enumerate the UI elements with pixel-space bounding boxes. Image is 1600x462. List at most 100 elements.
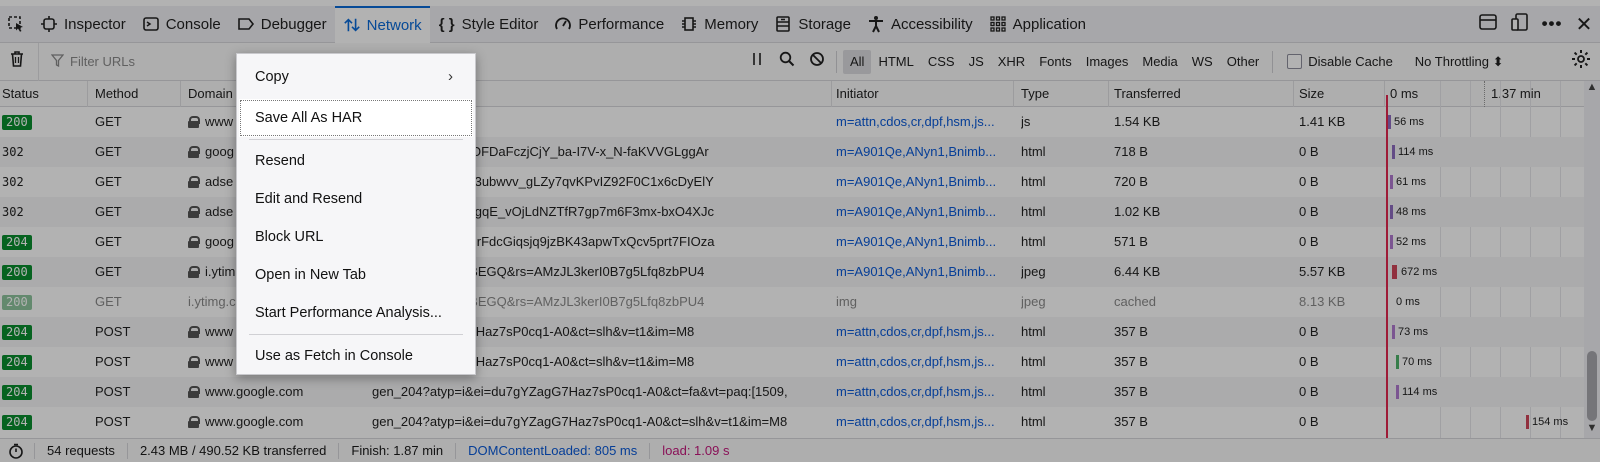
column-transferred[interactable]: Transferred [1112,81,1294,107]
tab-memory[interactable]: Memory [672,6,766,42]
filter-urls-input[interactable]: Filter URLs [38,42,718,81]
throttling-select[interactable]: No Throttling ⬍ [1414,53,1504,69]
tab-accessibility[interactable]: Accessibility [859,6,981,42]
scrollbar-thumb[interactable] [1587,351,1597,421]
column-type[interactable]: Type [1019,81,1109,107]
cell-initiator[interactable]: m=attn,cdos,cr,dpf,hsm,js... [836,324,995,339]
cell-initiator[interactable]: m=attn,cdos,cr,dpf,hsm,js... [836,114,995,129]
waterfall-timing: 48 ms [1396,206,1426,218]
cell-initiator[interactable]: m=A901Qe,ANyn1,Bnimb... [836,174,997,189]
load-event-line [1386,95,1388,438]
block-requests-button[interactable] [802,47,832,77]
menu-item-label: Copy [255,69,289,85]
waterfall-bar [1396,385,1399,399]
tab-style-editor[interactable]: { } Style Editor [430,6,547,42]
search-button[interactable] [772,47,802,77]
performance-analysis-button[interactable] [0,442,35,459]
toggle-split-console-button[interactable] [1472,6,1504,42]
filter-type-images[interactable]: Images [1085,53,1129,69]
menu-item-resend[interactable]: Resend [239,142,473,180]
waterfall-bar [1390,205,1393,219]
devtools-tabbar: Inspector Console Debugger Network { } S… [0,5,1600,43]
tab-debugger[interactable]: Debugger [229,6,335,42]
status-badge: 204 [2,415,32,431]
style-editor-icon: { } [438,15,455,33]
lock-icon [188,416,200,428]
filter-type-fonts[interactable]: Fonts [1039,53,1072,69]
filter-type-all[interactable]: All [843,49,872,74]
menu-item-edit-and-resend[interactable]: Edit and Resend [239,180,473,218]
waterfall-timing: 0 ms [1396,296,1420,308]
cell-size: 0 B [1299,204,1319,219]
column-file[interactable] [368,81,832,107]
tab-network[interactable]: Network [334,5,430,43]
column-initiator[interactable]: Initiator [834,81,1014,107]
filter-type-xhr[interactable]: XHR [997,53,1026,69]
menu-item-start-performance-analysis[interactable]: Start Performance Analysis... [239,294,473,332]
cell-method: POST [95,354,131,369]
menu-item-use-as-fetch[interactable]: Use as Fetch in Console [239,337,473,375]
scroll-down-icon[interactable]: ▼ [1586,422,1598,434]
more-options-button[interactable]: ••• [1536,6,1568,42]
more-horizontal-icon: ••• [1541,14,1563,33]
waterfall-timing: 73 ms [1398,326,1428,338]
tab-console[interactable]: Console [134,6,229,42]
domain-text: i.ytimg.c [188,294,236,309]
column-size[interactable]: Size [1297,81,1385,107]
cell-method: GET [95,174,122,189]
cell-initiator[interactable]: img [836,294,857,309]
cell-initiator[interactable]: m=A901Qe,ANyn1,Bnimb... [836,264,997,279]
cell-type: html [1021,324,1046,339]
waterfall-bar [1392,265,1397,279]
disable-cache-checkbox[interactable]: Disable Cache [1287,54,1393,69]
tab-application[interactable]: Application [981,6,1094,42]
cell-initiator[interactable]: m=A901Qe,ANyn1,Bnimb... [836,234,997,249]
domcontentloaded-time: DOMContentLoaded: 805 ms [456,442,651,459]
menu-item-block-url[interactable]: Block URL [239,218,473,256]
menu-item-copy[interactable]: Copy › [239,58,473,96]
disable-cache-label: Disable Cache [1308,54,1393,69]
menu-item-label: Use as Fetch in Console [255,348,413,364]
menu-item-open-in-new-tab[interactable]: Open in New Tab [239,256,473,294]
column-status[interactable]: Status [0,81,88,107]
filter-type-css[interactable]: CSS [927,53,955,69]
cell-initiator[interactable]: m=attn,cdos,cr,dpf,hsm,js... [836,384,995,399]
lock-icon [188,116,200,128]
trash-icon [9,50,25,73]
scroll-up-icon[interactable]: ▲ [1586,81,1598,93]
clear-requests-button[interactable] [2,47,32,77]
cell-initiator[interactable]: m=attn,cdos,cr,dpf,hsm,js... [836,414,995,429]
column-method[interactable]: Method [93,81,181,107]
pause-recording-button[interactable] [742,47,772,77]
network-settings-button[interactable] [1566,47,1596,77]
element-picker-button[interactable] [0,6,32,42]
tab-inspector[interactable]: Inspector [32,6,134,42]
close-devtools-button[interactable]: ✕ [1568,6,1600,42]
cell-status: 200 [2,257,88,287]
cell-status: 204 [2,317,88,347]
cell-method: GET [95,234,122,249]
cell-domain: i.ytimg.c [188,287,364,317]
cell-initiator[interactable]: m=attn,cdos,cr,dpf,hsm,js... [836,354,995,369]
cell-transferred: 718 B [1114,144,1148,159]
filter-type-media[interactable]: Media [1142,53,1178,69]
cell-type: html [1021,234,1046,249]
vertical-scrollbar[interactable]: ▲ ▼ [1584,81,1600,438]
responsive-design-button[interactable] [1504,6,1536,42]
debugger-icon [237,15,255,33]
waterfall-timing: 56 ms [1394,116,1424,128]
cell-initiator[interactable]: m=A901Qe,ANyn1,Bnimb... [836,144,997,159]
menu-item-save-all-as-har[interactable]: Save All As HAR [239,99,473,137]
filter-type-html[interactable]: HTML [878,53,914,69]
lock-icon [188,206,200,218]
tab-storage[interactable]: Storage [766,6,859,42]
filter-type-js[interactable]: JS [968,53,984,69]
tab-performance[interactable]: Performance [546,6,672,42]
filter-type-other[interactable]: Other [1226,53,1260,69]
filter-type-ws[interactable]: WS [1191,53,1213,69]
cell-initiator[interactable]: m=A901Qe,ANyn1,Bnimb... [836,204,997,219]
